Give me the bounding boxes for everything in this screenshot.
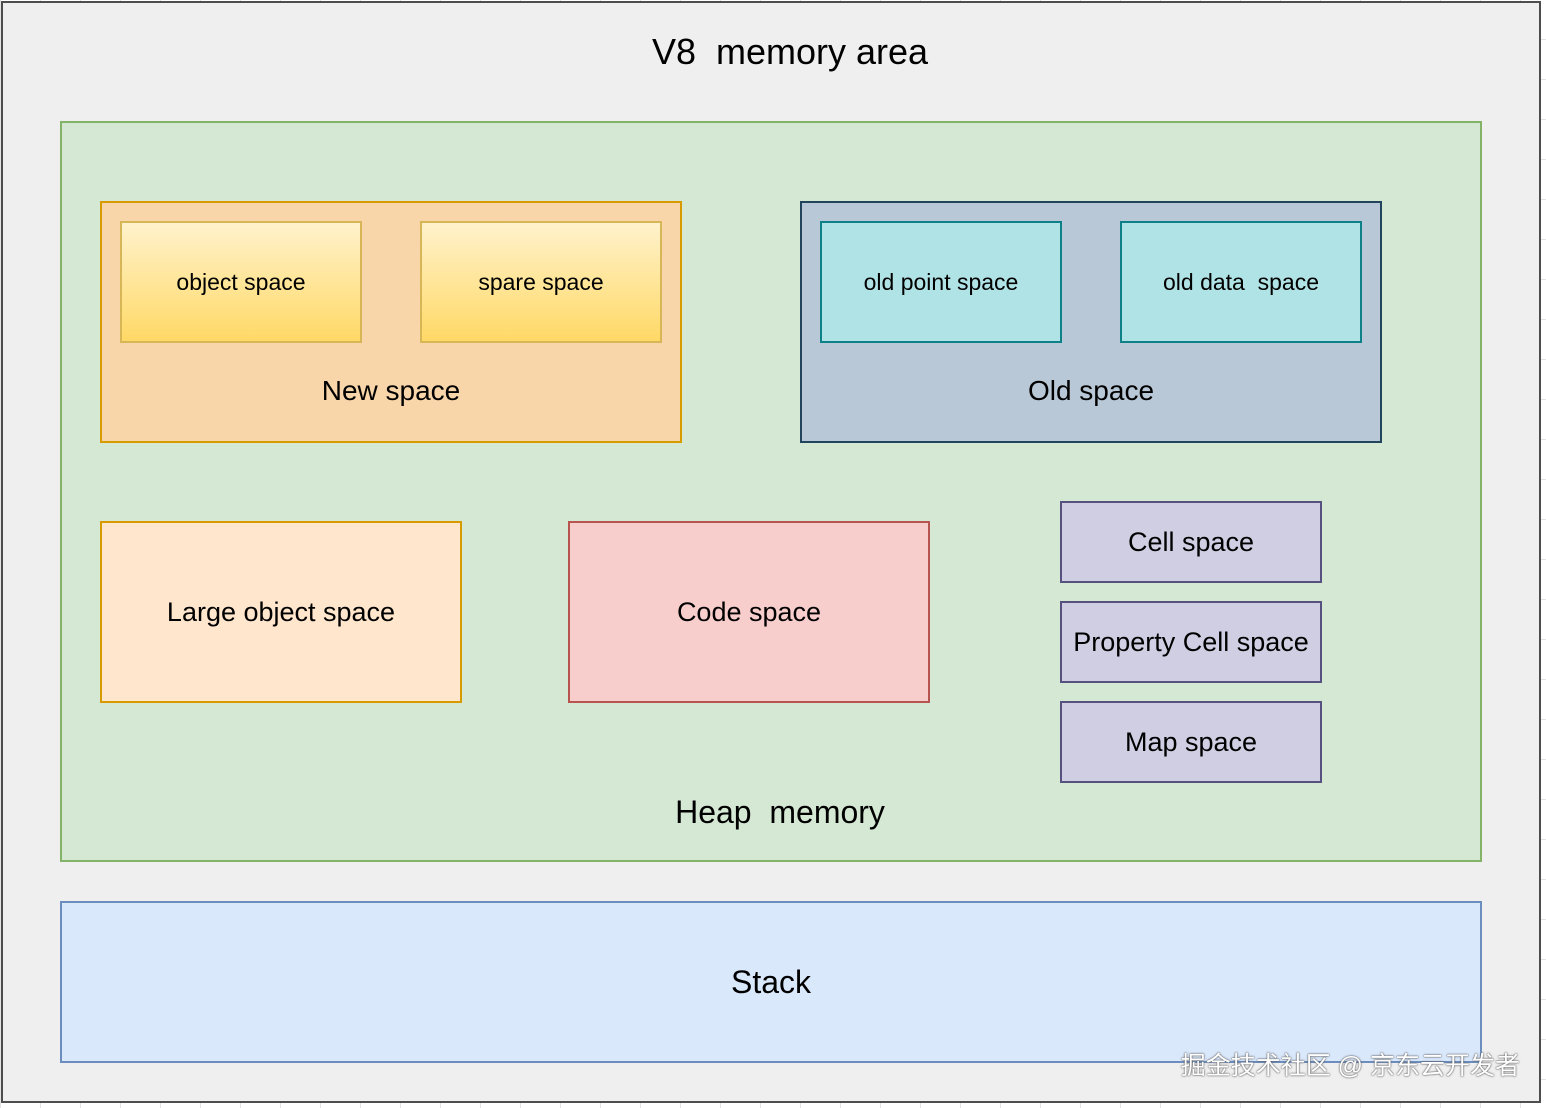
property-cell-space-box: Property Cell space: [1060, 601, 1322, 683]
spare-space-box: spare space: [420, 221, 662, 343]
large-object-space-box: Large object space: [100, 521, 462, 703]
new-space-label: New space: [321, 375, 461, 406]
heap-memory-label: Heap memory: [675, 794, 885, 830]
object-space-box: object space: [120, 221, 362, 343]
stack-box: Stack: [60, 901, 1482, 1063]
diagram-title: V8 memory area: [651, 31, 929, 72]
old-space-label: Old space: [1027, 375, 1155, 406]
cell-space-box: Cell space: [1060, 501, 1322, 583]
old-data-space-box: old data space: [1120, 221, 1362, 343]
map-space-box: Map space: [1060, 701, 1322, 783]
code-space-box: Code space: [568, 521, 930, 703]
watermark: 掘金技术社区 @ 京东云开发者: [1180, 1052, 1520, 1080]
old-point-space-box: old point space: [820, 221, 1062, 343]
